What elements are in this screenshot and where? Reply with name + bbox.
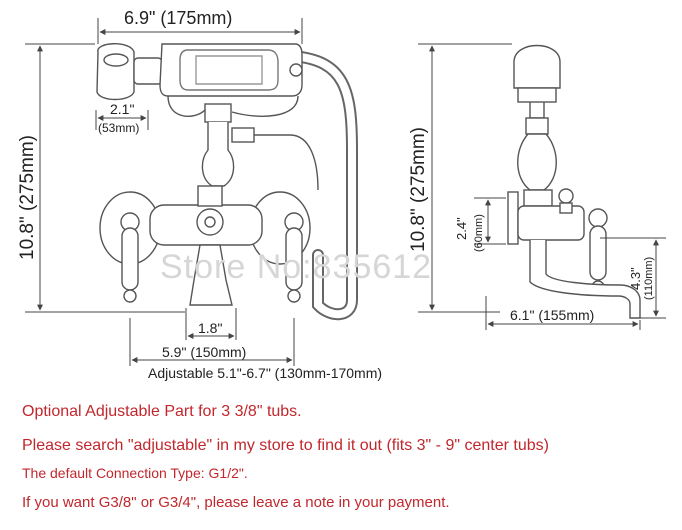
handset-shower — [96, 43, 303, 101]
handset-cradle — [167, 95, 319, 191]
note-optional-part: Optional Adjustable Part for 3 3/8" tubs… — [22, 403, 302, 420]
spout-drop-mm: (110mm) — [643, 257, 655, 300]
front-view — [96, 43, 358, 321]
side-dimensions — [418, 43, 666, 330]
inlet-height-mm: (60mm) — [473, 214, 485, 252]
faucet-dimension-diagram: Store No:835612 6.9" (175mm) 2.1" (53mm)… — [17, 8, 666, 381]
inlet-height-label: 2.4" — [454, 217, 469, 240]
front-height-label: 10.8" (275mm) — [17, 135, 38, 260]
front-dimensions — [25, 18, 303, 366]
handles — [120, 212, 304, 303]
note-connection-options: If you want G3/8" or G3/4", please leave… — [22, 494, 450, 511]
note-search-adjustable: Please search "adjustable" in my store t… — [22, 437, 549, 454]
handset-width-mm: (53mm) — [98, 121, 139, 135]
note-default-connection: The default Connection Type: G1/2". — [22, 465, 248, 481]
spout-drop-label: 4.3" — [628, 267, 643, 290]
side-height-label: 10.8" (275mm) — [408, 127, 429, 252]
side-view — [507, 44, 641, 319]
side-riser — [517, 133, 557, 191]
side-spout — [529, 240, 641, 319]
store-watermark: Store No:835612 — [160, 248, 432, 286]
front-width-label: 6.9" (175mm) — [124, 8, 232, 28]
spout-width-label: 1.8" — [198, 320, 222, 336]
center-distance-label: 5.9" (150mm) — [162, 344, 246, 360]
side-reach-label: 6.1" (155mm) — [510, 307, 594, 323]
handset-width-label: 2.1" — [110, 101, 134, 117]
adjustable-range-label: Adjustable 5.1"-6.7" (130mm-170mm) — [148, 365, 382, 381]
side-handset — [513, 44, 561, 89]
